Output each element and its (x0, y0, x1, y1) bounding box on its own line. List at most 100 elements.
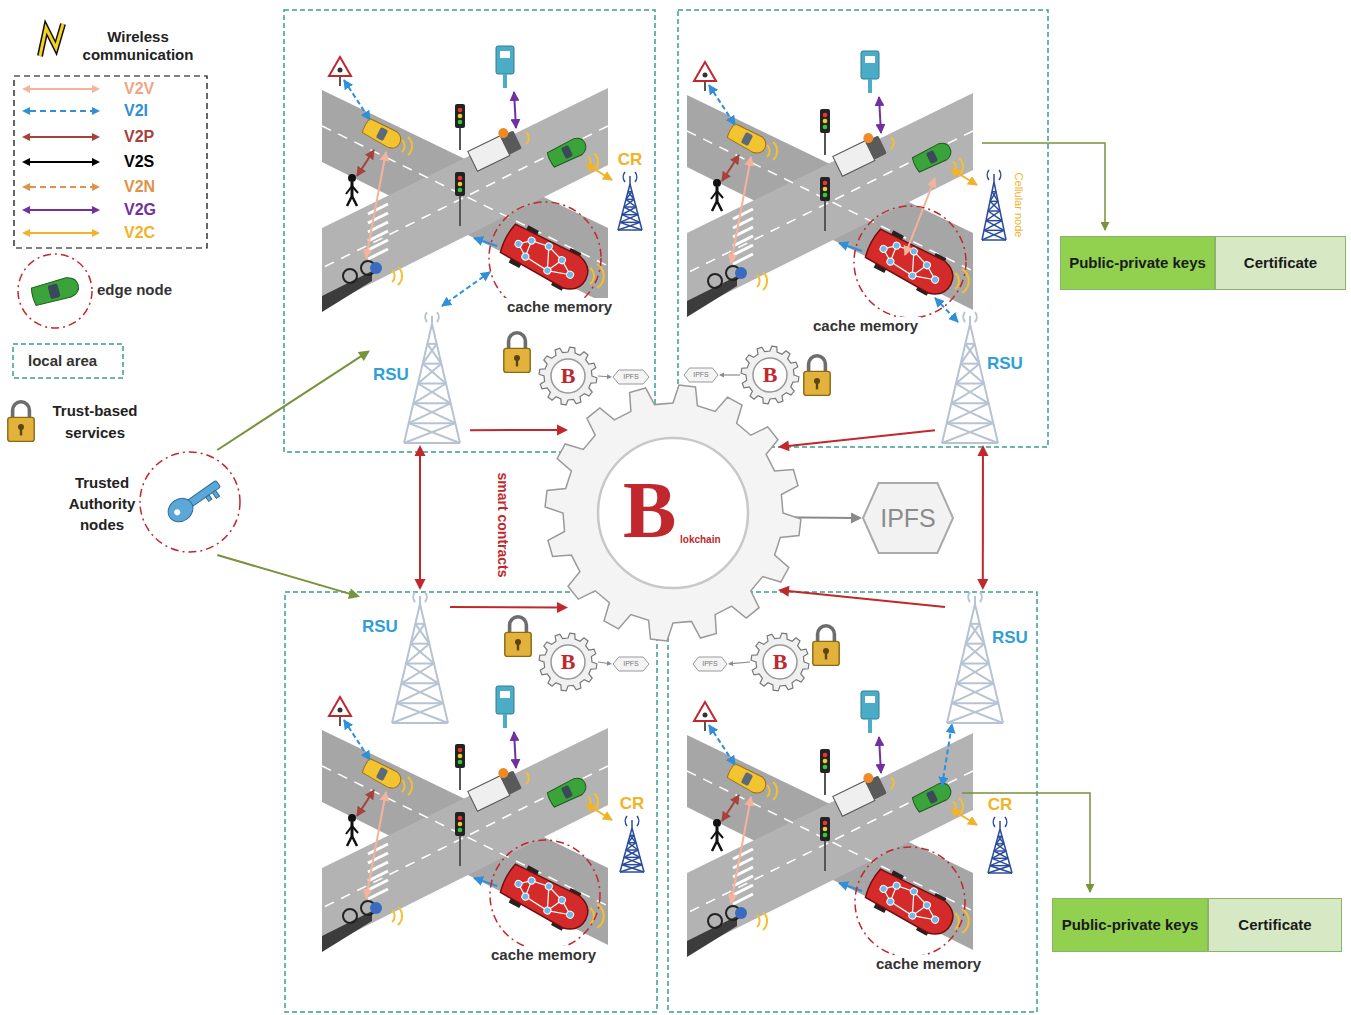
intersection-scene (687, 691, 977, 957)
line-shape (622, 857, 640, 864)
key-icon (164, 475, 225, 527)
connector-arrow (450, 602, 568, 613)
line-shape (418, 364, 441, 384)
line-shape (986, 211, 1000, 221)
line-shape (624, 857, 642, 864)
cache-label: cache memory (488, 946, 599, 963)
rsu-tower-outline (935, 310, 1030, 445)
cellular-tower: CR (612, 794, 652, 874)
circle-shape (18, 254, 92, 328)
box-fill (1053, 899, 1208, 952)
line-shape (622, 215, 640, 223)
v2i-link (942, 724, 952, 786)
legend-sample (22, 133, 100, 141)
connector-arrow (719, 373, 740, 378)
line-shape (982, 239, 1006, 241)
line-shape (996, 844, 1006, 851)
line-shape (624, 199, 634, 207)
edge-node: cache memory (488, 838, 638, 966)
arrow-head (22, 229, 30, 237)
line-shape (988, 211, 1002, 221)
arrow-head (92, 85, 100, 93)
certificate-box: Certificate (1215, 236, 1346, 290)
line-shape (624, 207, 638, 215)
v2v-link (905, 178, 935, 255)
line-shape (951, 384, 984, 404)
line-shape (423, 363, 442, 365)
line-shape (404, 423, 455, 443)
arrow-head (92, 133, 100, 141)
legend-label: local area (28, 352, 97, 370)
ipfs-label: IPFS (692, 656, 728, 672)
path-shape (425, 592, 427, 602)
legend-arrow-line (30, 161, 92, 163)
ipfs-hexagon: IPFS (612, 656, 650, 672)
line-shape (404, 442, 460, 444)
line-shape (628, 835, 634, 842)
line-shape (990, 858, 1008, 865)
authority-circle (140, 452, 240, 552)
line-shape (961, 663, 989, 665)
arrow-head (851, 512, 862, 523)
connector-arrow (470, 425, 568, 436)
path-shape (637, 816, 639, 826)
arrow-head (607, 661, 612, 666)
arrow-head (977, 445, 988, 456)
line-shape (406, 644, 429, 664)
line-shape (431, 316, 433, 324)
hex-shape (613, 657, 649, 671)
annotation-label: smart contracts (495, 472, 511, 577)
ipfs-hexagon: IPFS (683, 367, 719, 383)
gear-letter: B (538, 346, 598, 406)
line-shape (951, 402, 988, 404)
line-shape (942, 423, 993, 443)
ipfs-hexagon: IPFS (692, 656, 728, 672)
line-shape (409, 403, 451, 423)
line-shape (626, 843, 636, 850)
gear-caption: lokchain (680, 534, 721, 546)
hex-shape (693, 657, 727, 671)
cache-label: cache memory (504, 298, 615, 315)
tower-icon (942, 312, 998, 443)
line-shape (418, 383, 446, 385)
line-shape (423, 344, 437, 364)
line-shape (942, 442, 998, 444)
hex-shape (684, 368, 718, 382)
box-label: Public-private keys (1060, 898, 1200, 952)
car-icon (30, 275, 81, 306)
circle-shape (173, 508, 181, 516)
arrow-head (22, 85, 30, 93)
edge-node-outline (808, 205, 983, 335)
gear-letter: B (740, 345, 800, 405)
line-shape (620, 215, 638, 223)
cr-label: CR (610, 150, 650, 170)
path-shape (413, 592, 415, 602)
cr-label: CR (980, 795, 1020, 815)
node-label: Trusted Authority nodes (60, 472, 144, 535)
legend-box (14, 76, 207, 248)
blockchain-gear: B (750, 632, 810, 692)
rsu-tower: RSU (935, 310, 1030, 445)
line-shape (626, 192, 632, 200)
line-shape (990, 192, 996, 202)
connector-line (786, 430, 935, 446)
edge-node-circle (855, 847, 965, 957)
tower-icon (392, 592, 448, 723)
connector-arrow (728, 661, 750, 666)
line-shape (956, 683, 998, 703)
line-shape (984, 230, 1006, 240)
line-shape (992, 858, 1010, 865)
path-shape (30, 275, 81, 306)
connector-line (982, 453, 984, 583)
keys-box: Public-private keys (1060, 236, 1215, 290)
line-shape (406, 663, 434, 665)
edge-node: cache memory (488, 200, 648, 320)
legend-arrow-line (30, 232, 92, 234)
ellipse-shape (164, 494, 198, 527)
lock-icon (804, 356, 830, 396)
line-shape (397, 703, 448, 723)
line-shape (956, 682, 993, 684)
legend-arrow-line (30, 209, 92, 211)
box-fill (1061, 237, 1215, 290)
connector-arrow (217, 351, 370, 451)
